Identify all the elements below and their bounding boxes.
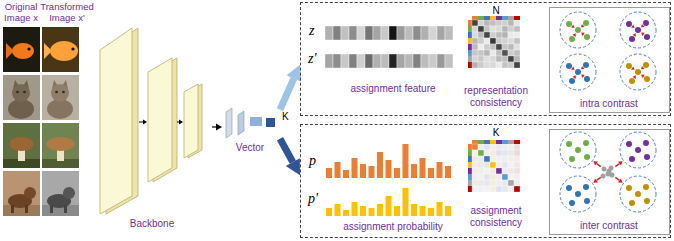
arrow-head: [641, 74, 645, 77]
photo-thumbnail: [42, 27, 79, 72]
dimension-symbol: K: [282, 111, 294, 123]
variable-symbol: p': [308, 191, 318, 207]
arrow-head: [581, 32, 585, 35]
connector-line: [280, 78, 294, 109]
arrow-shaft: [139, 122, 143, 123]
dimension-symbol: K: [489, 127, 503, 139]
backbone-label: Backbone: [94, 218, 210, 230]
contrast-panel: inter contrast: [549, 129, 670, 235]
arrow-head: [572, 75, 575, 79]
arrow-head: [581, 74, 585, 77]
inter-clusters: [560, 132, 656, 212]
arrow-head: [179, 120, 183, 125]
arrow-head: [581, 24, 585, 27]
arrow-head: [631, 66, 635, 69]
arrow-shaft: [597, 177, 601, 180]
vector-shapes: [226, 108, 275, 138]
arrow-head: [216, 124, 222, 131]
arrow-head: [641, 32, 645, 35]
flow-arrow: [280, 139, 300, 176]
photo-thumbnail: [3, 123, 40, 168]
arrow-head: [632, 75, 635, 79]
backbone-region: Backbone: [94, 20, 212, 234]
dimension-symbol: N: [489, 5, 503, 17]
photo-thumbnail: [42, 171, 79, 216]
variable-symbol: z: [309, 23, 314, 39]
connector-line: [212, 126, 216, 127]
arrow-head: [618, 178, 623, 182]
caption-label: representation consistency: [451, 85, 541, 108]
backbone-layers: [100, 28, 202, 214]
arrow-head: [593, 178, 598, 182]
feature-bars: [325, 26, 453, 68]
connector-line: [280, 139, 293, 162]
image-column-label: Transformed Image x': [38, 2, 96, 24]
flow-arrow: [280, 65, 301, 110]
module-box: z z' assignment feature Nrepresentation con…: [300, 2, 671, 116]
image-column-label: Original Image x: [2, 2, 40, 24]
arrow-head: [287, 65, 302, 82]
arrow-head: [581, 66, 585, 69]
variable-symbol: p: [309, 153, 316, 169]
arrow-head: [572, 33, 575, 37]
panel-title: inter contrast: [550, 220, 668, 232]
arrow-shaft: [615, 164, 619, 167]
arrow-head: [143, 120, 147, 125]
module-box: p p' assignment probability Kassignment con…: [300, 124, 671, 238]
photo-thumbnail: [42, 75, 79, 120]
arrow-shaft: [615, 177, 619, 180]
arrow-head: [641, 24, 645, 27]
panel-title: intra contrast: [550, 98, 668, 110]
contrast-panel: intra contrast: [549, 7, 670, 113]
photo-thumbnail: [42, 123, 79, 168]
variable-symbol: z': [308, 51, 316, 67]
arrow-head: [631, 24, 635, 27]
caption-label: assignment consistency: [451, 205, 541, 228]
arrow-head: [593, 161, 598, 165]
arrow-shaft: [597, 164, 601, 167]
photo-thumbnail: [3, 171, 40, 216]
probability-bars: [326, 144, 451, 216]
arrow-head: [632, 33, 635, 37]
arrow-head: [641, 66, 645, 69]
vector-label: Vector: [222, 142, 278, 154]
photo-thumbnail: [3, 75, 40, 120]
caption-label: assignment feature: [333, 83, 453, 95]
photo-thumbnail: [3, 27, 40, 72]
arrow-head: [571, 66, 575, 69]
arrow-head: [571, 24, 575, 27]
arrow-head: [618, 161, 623, 165]
intra-clusters: [560, 12, 656, 90]
flow-arrow: [212, 124, 222, 131]
vector-block: Vector: [222, 104, 280, 160]
caption-label: assignment probability: [323, 221, 463, 233]
arrow-shaft: [177, 122, 179, 123]
arrow-head: [286, 158, 300, 175]
